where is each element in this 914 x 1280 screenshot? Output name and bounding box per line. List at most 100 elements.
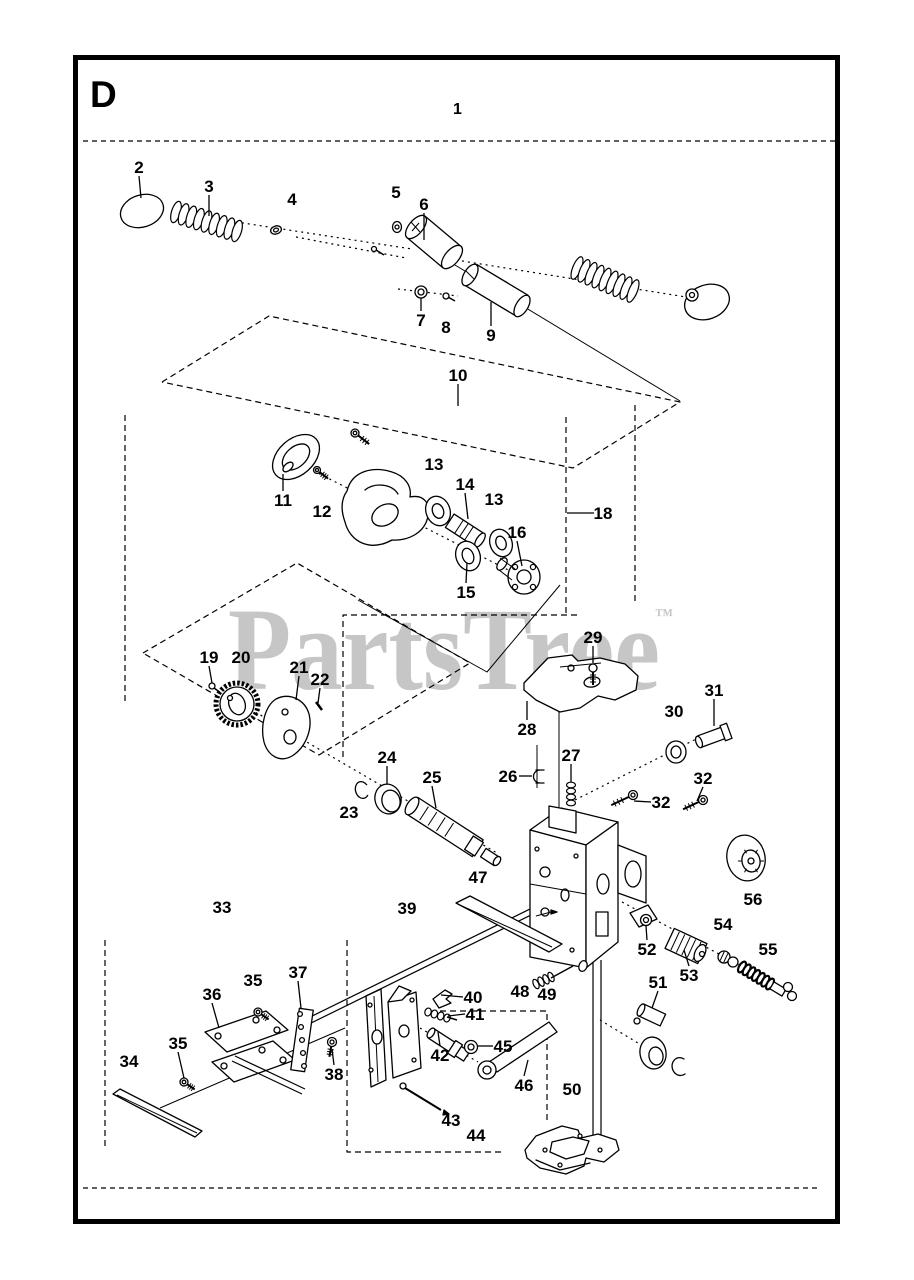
part-label-51-51: 51	[649, 973, 668, 992]
part-label-5-3: 5	[391, 183, 400, 202]
page-frame	[73, 55, 840, 1224]
nut-54	[717, 950, 731, 964]
axis-line	[397, 288, 459, 297]
line	[231, 1060, 303, 1095]
line	[411, 222, 420, 232]
screw-43	[399, 1082, 407, 1090]
watermark-tm: ™	[655, 605, 673, 625]
dashed-parallelogram-10	[161, 315, 681, 469]
line	[461, 905, 553, 948]
part-label-28-26: 28	[518, 720, 537, 739]
washer-4	[272, 227, 280, 233]
clamp-12	[371, 503, 399, 527]
link-37	[297, 1023, 305, 1031]
strip-47	[455, 895, 563, 953]
part-label-34-33: 34	[120, 1052, 139, 1071]
valve-shaft-25	[463, 835, 485, 857]
screw-29	[588, 663, 598, 673]
bracket-39	[367, 1002, 373, 1008]
part-label-32-31: 32	[694, 769, 713, 788]
part-label-4-2: 4	[287, 190, 297, 209]
part-label-13-13: 13	[485, 490, 504, 509]
line	[498, 569, 513, 581]
leader-line-32	[633, 800, 652, 803]
bolt-55	[769, 981, 787, 997]
groove-line	[681, 936, 691, 956]
base-bracket-50	[577, 1133, 583, 1139]
dashed-rect-42	[430, 1010, 548, 1122]
flange-16	[516, 569, 532, 585]
part-label-35-35: 35	[169, 1034, 188, 1053]
part-label-53-53: 53	[680, 966, 699, 985]
screw-thread	[327, 1048, 334, 1051]
part-label-32-30: 32	[652, 793, 671, 812]
part-label-14-12: 14	[456, 475, 475, 494]
screw-thread	[190, 1085, 196, 1092]
part-label-40-40: 40	[464, 988, 483, 1007]
lever-plate-36	[220, 1062, 228, 1070]
screw-thread	[323, 474, 329, 481]
pin-51	[636, 1003, 646, 1017]
part-label-13-11: 13	[425, 455, 444, 474]
screw-thread	[261, 1012, 266, 1019]
axis-line	[599, 1019, 667, 1061]
line	[465, 270, 475, 280]
pin-22	[315, 701, 323, 711]
part-label-37-37: 37	[289, 963, 308, 982]
leader-line-46	[523, 1059, 529, 1077]
part-label-36-36: 36	[203, 985, 222, 1004]
bearing-13	[431, 503, 445, 519]
screw-8	[442, 292, 450, 300]
part-label-11-9: 11	[274, 491, 292, 510]
screw-thread	[364, 439, 370, 446]
link-37	[296, 1010, 304, 1018]
screw-thread	[187, 1082, 192, 1089]
lever-plate-36	[258, 1046, 266, 1054]
leader-line-40	[440, 994, 464, 998]
leader-line-52	[645, 925, 648, 941]
nut-7	[417, 288, 425, 296]
flange-16	[529, 583, 537, 591]
strip-34	[112, 1088, 203, 1138]
leader-line-35	[177, 1051, 185, 1079]
screw-43	[442, 1109, 450, 1116]
part-label-16-15: 16	[508, 523, 527, 542]
flange-bottom	[648, 1046, 664, 1066]
clip-40	[432, 989, 453, 1009]
part-label-29-27: 29	[584, 628, 603, 647]
link-37	[298, 1036, 306, 1044]
leader-line-19	[208, 665, 213, 684]
cam-plate-21	[283, 729, 297, 745]
part-label-19-17: 19	[200, 648, 219, 667]
leader-line-21	[295, 675, 300, 701]
cam-plate-21	[281, 708, 289, 716]
pin-42	[426, 1027, 436, 1039]
dashed-rect-26	[342, 614, 578, 757]
base-bracket-50	[549, 1136, 590, 1160]
part-label-46-46: 46	[515, 1076, 534, 1095]
line	[499, 557, 516, 570]
groove-line	[427, 811, 438, 826]
dial-56	[755, 849, 758, 854]
screw-thread	[188, 1084, 194, 1090]
screw-43	[404, 1087, 442, 1111]
part-label-47-47: 47	[469, 868, 488, 887]
part-label-50-50: 50	[563, 1080, 582, 1099]
screw-head	[181, 1079, 187, 1085]
bolt-31	[719, 722, 733, 742]
part-label-38-38: 38	[325, 1065, 344, 1084]
part-label-2-0: 2	[134, 158, 143, 177]
base-bracket-50	[557, 1162, 563, 1168]
clip-23-gap	[366, 784, 371, 796]
dashed-rect-34	[346, 940, 503, 1153]
screw-head	[700, 797, 706, 803]
base-bracket-50	[597, 1147, 603, 1153]
part-label-26-24: 26	[499, 767, 518, 786]
lever-plate-36	[279, 1056, 287, 1064]
bolt-55	[786, 990, 798, 1002]
bracket-plate-28	[523, 654, 639, 713]
valve-shaft-25	[404, 796, 420, 816]
screw-thread	[359, 435, 365, 442]
screw-thread	[322, 472, 327, 479]
